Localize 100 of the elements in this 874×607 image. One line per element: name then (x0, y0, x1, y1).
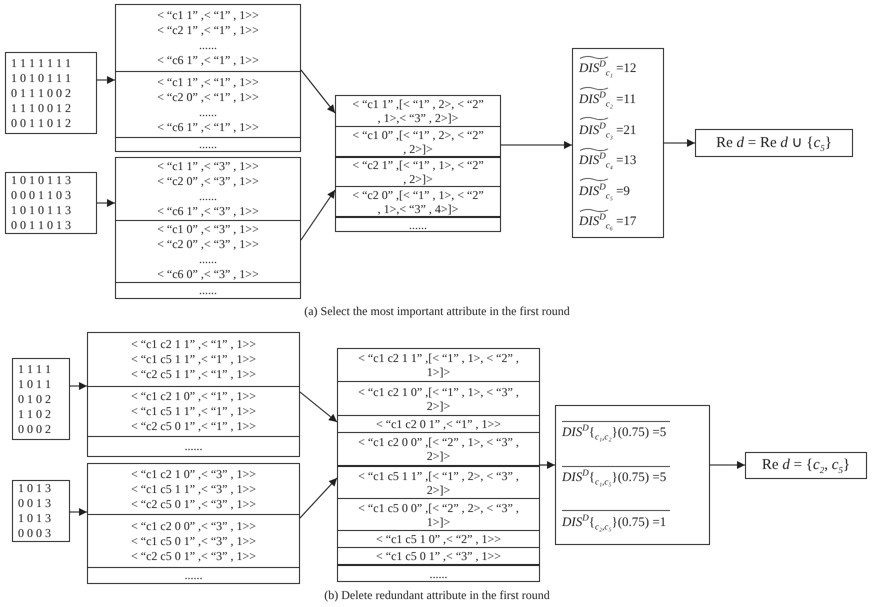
key-value-text: ...... (199, 137, 217, 151)
key-value-text: < “c2 0” ,< “3” , 1>> (157, 236, 259, 250)
key-value-text: ...... (199, 104, 217, 118)
reduce-row (338, 381, 539, 415)
matrix-row: 0 0 1 1 0 1 3 (11, 218, 71, 232)
matrix-box (12, 480, 70, 542)
matrix-row: 1 0 1 1 (18, 376, 51, 390)
matrix-row: 0 0 1 3 (18, 496, 51, 510)
matrix-row: 1 1 1 1 1 1 1 (11, 56, 71, 70)
result-formula: Re d = Re d ∪ {c$_{5}$} (716, 135, 832, 151)
key-value-text: < “c6 1” ,< “1” , 1>> (157, 53, 259, 67)
matrix-row: 1 0 1 3 (18, 481, 51, 495)
measure-formula: DIS$^{D}$$_{c₆}$ =17 (579, 213, 636, 228)
reduce-row (336, 156, 500, 186)
matrix-row: 0 0 1 1 0 1 2 (11, 116, 71, 130)
key-value-text: ...... (199, 252, 217, 266)
matrix-row: 0 0 0 1 1 0 3 (11, 188, 71, 202)
matrix-row: 0 1 0 2 (18, 392, 51, 406)
measure-formula: DIS$^{D}$$_{c₄}$ =13 (579, 152, 636, 168)
arrow (97, 199, 115, 207)
key-value-text: < “c1 1” ,< “3” , 1>> (157, 159, 259, 173)
key-value-text: < “c1 1” ,< “1” , 1>> (157, 8, 259, 22)
result-formula: Re d = {c$_{2}$, c$_{5}$} (762, 456, 850, 472)
key-value-text: < “c1 c2 0 1” ,< “1” , 1>> (376, 417, 502, 431)
matrix-row: 1 1 0 2 (18, 406, 51, 420)
map-section (116, 220, 300, 282)
key-value-text: < “c1 c2 1 0” ,[< “1” , 1>, < “3” , 2>]> (358, 384, 519, 412)
reduce-row (338, 547, 539, 564)
map-output-box (87, 332, 300, 457)
key-value-text: < “c1 c2 1 0” ,< “1” , 1>> (130, 389, 256, 403)
figure-caption: (b) Delete redundant attribute in the first round (324, 588, 550, 603)
reduce-output-box (337, 348, 540, 582)
key-value-text: < “c1 c5 0 0” ,[< “2” , 2>, < “3” , 1>]> (358, 500, 519, 528)
matrix-box (5, 172, 97, 234)
matrix-box (5, 52, 97, 134)
reduce-row (336, 216, 500, 231)
figure-caption: (a) Select the most important attribute in the first round (304, 304, 570, 319)
matrix-box (12, 358, 70, 440)
key-value-text: < “c2 1” ,< “1” , 1>> (157, 23, 259, 37)
key-value-text: < “c6 1” ,< “1” , 1>> (157, 120, 259, 134)
key-value-text: < “c2 c5 1 1” ,< “1” , 1>> (130, 367, 256, 381)
key-value-text: < “c1 c2 1 0” ,< “3” , 1>> (130, 466, 256, 480)
reduce-row (338, 530, 539, 547)
key-value-text: ...... (199, 189, 217, 203)
arrow (97, 76, 115, 84)
map-output-box (87, 463, 300, 584)
key-value-text: ...... (184, 568, 202, 582)
key-value-text: < “c2 c5 0 1” ,< “3” , 1>> (130, 496, 256, 510)
key-value-text: < “c1 c2 1 1” ,< “1” , 1>> (130, 337, 256, 351)
arrow (70, 382, 87, 390)
result-box (745, 452, 867, 479)
key-value-text: ...... (184, 439, 202, 453)
key-value-text: < “c2 0” ,[< “1” , 1>, < “2” , 1>,< “3” , 4>]> (352, 188, 484, 216)
reduce-row (338, 415, 539, 432)
matrix-row: 1 1 1 1 (18, 362, 51, 376)
key-value-text: < “c2 0” ,< “3” , 1>> (157, 174, 259, 188)
matrix-row: 1 0 1 0 1 1 3 (11, 203, 71, 217)
matrix-row: 1 1 1 0 0 1 2 (11, 100, 71, 114)
result-box (695, 129, 853, 157)
matrix-row: 1 0 1 3 (18, 511, 51, 525)
key-value-text: < “c1 c2 0 0” ,< “3” , 1>> (130, 518, 256, 532)
measure-formula: DIS$^{D}${$_{c₁,c₅}$}(0.75) =5 (562, 468, 666, 484)
matrix-row: 0 1 1 1 0 0 2 (11, 86, 71, 100)
matrix-row: 1 0 1 0 1 1 1 (11, 70, 71, 84)
key-value-text: < “c1 c5 1 1” ,< “3” , 1>> (130, 482, 256, 496)
arrow (300, 478, 338, 518)
map-output-box (115, 4, 301, 152)
key-value-text: < “c1 c2 1 1” ,[< “1” , 1>, < “2” , 1>]> (358, 351, 519, 379)
key-value-text: < “c1 c5 0 1” ,< “3” , 1>> (376, 549, 502, 563)
arrow (300, 392, 338, 422)
arrow (540, 461, 555, 469)
key-value-text: < “c6 1” ,< “3” , 1>> (157, 204, 259, 218)
reduce-row (338, 498, 539, 530)
key-value-text: < “c1 c5 1 0” ,< “2” , 1>> (376, 532, 502, 546)
arrow (710, 461, 745, 469)
arrow (300, 70, 336, 114)
arrow (70, 508, 87, 516)
measure-box (555, 405, 710, 545)
arrow (300, 190, 336, 240)
key-value-text: < “c2 0” ,< “1” , 1>> (157, 90, 259, 104)
key-value-text: < “c1 c5 1 1” ,< “1” , 1>> (130, 404, 256, 418)
key-value-text: < “c2 c5 0 1” ,< “1” , 1>> (130, 419, 256, 433)
reduce-row (336, 186, 500, 216)
measure-formula: DIS$^{D}$$_{c₁}$ =12 (579, 60, 636, 76)
arrow (501, 141, 572, 149)
measure-formula: DIS$^{D}$$_{c₅}$ =9 (579, 182, 630, 198)
key-value-text: < “c2 1” ,[< “1” , 1>, < “2” , 2>]> (352, 158, 484, 186)
key-value-text: ...... (199, 283, 217, 297)
key-value-text: < “c2 c5 0 1” ,< “3” , 1>> (130, 548, 256, 562)
matrix-row: 1 0 1 0 1 1 3 (11, 173, 71, 187)
key-value-text: < “c1 1” ,[< “1” , 2>, < “2” , 1>,< “3” , 2>]> (352, 97, 484, 125)
key-value-text: < “c1 1” ,< “1” , 1>> (157, 74, 259, 88)
key-value-text: ...... (199, 38, 217, 52)
measure-formula: DIS$^{D}$$_{c₂}$ =11 (579, 90, 636, 106)
reduce-output-box (335, 95, 501, 232)
reduce-row (338, 432, 539, 465)
key-value-text: < “c1 0” ,< “3” , 1>> (157, 222, 259, 236)
key-value-text: < “c6 0” ,< “3” , 1>> (157, 266, 259, 280)
key-value-text: ...... (409, 218, 427, 232)
map-output-box (115, 157, 301, 299)
